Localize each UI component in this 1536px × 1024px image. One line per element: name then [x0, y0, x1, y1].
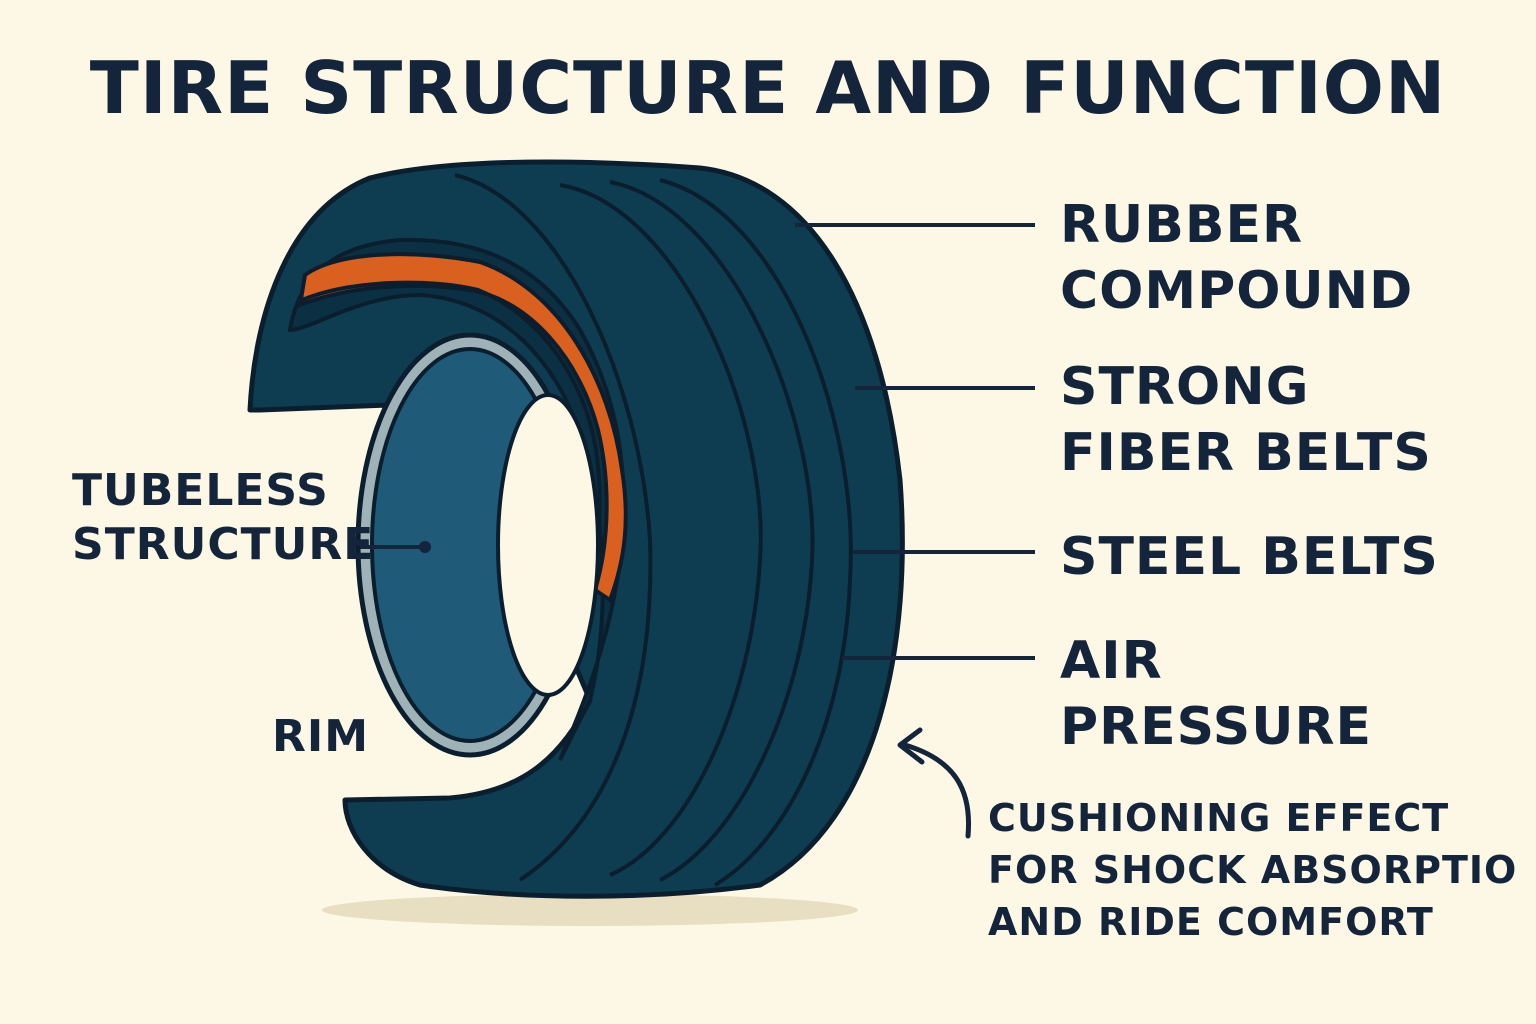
- label-steel-belts: STEEL BELTS: [1060, 527, 1439, 587]
- fiber-belt-stripe: [301, 280, 602, 586]
- label-tubeless-structure: TUBELESS STRUCTURE: [72, 465, 375, 570]
- rim-hole: [496, 393, 600, 697]
- cushioning-note: CUSHIONING EFFECT FOR SHOCK ABSORPTIO AN…: [988, 796, 1518, 944]
- tubeless-pointer-dot: [419, 541, 431, 553]
- label-rubber-compound: RUBBER COMPOUND: [1060, 195, 1414, 321]
- leader-lines: [360, 223, 1035, 660]
- tread-grooves: [454, 173, 853, 887]
- label-rim: RIM: [272, 711, 370, 762]
- cushioning-arrow: [902, 742, 972, 839]
- label-air-pressure: AIR PRESSURE: [1060, 631, 1373, 757]
- ground-shadow: [322, 894, 858, 926]
- cushioning-arrowhead: [897, 727, 925, 765]
- diagram-title: TIRE STRUCTURE AND FUNCTION: [89, 46, 1447, 130]
- label-strong-fiber-belts: STRONG FIBER BELTS: [1060, 357, 1432, 483]
